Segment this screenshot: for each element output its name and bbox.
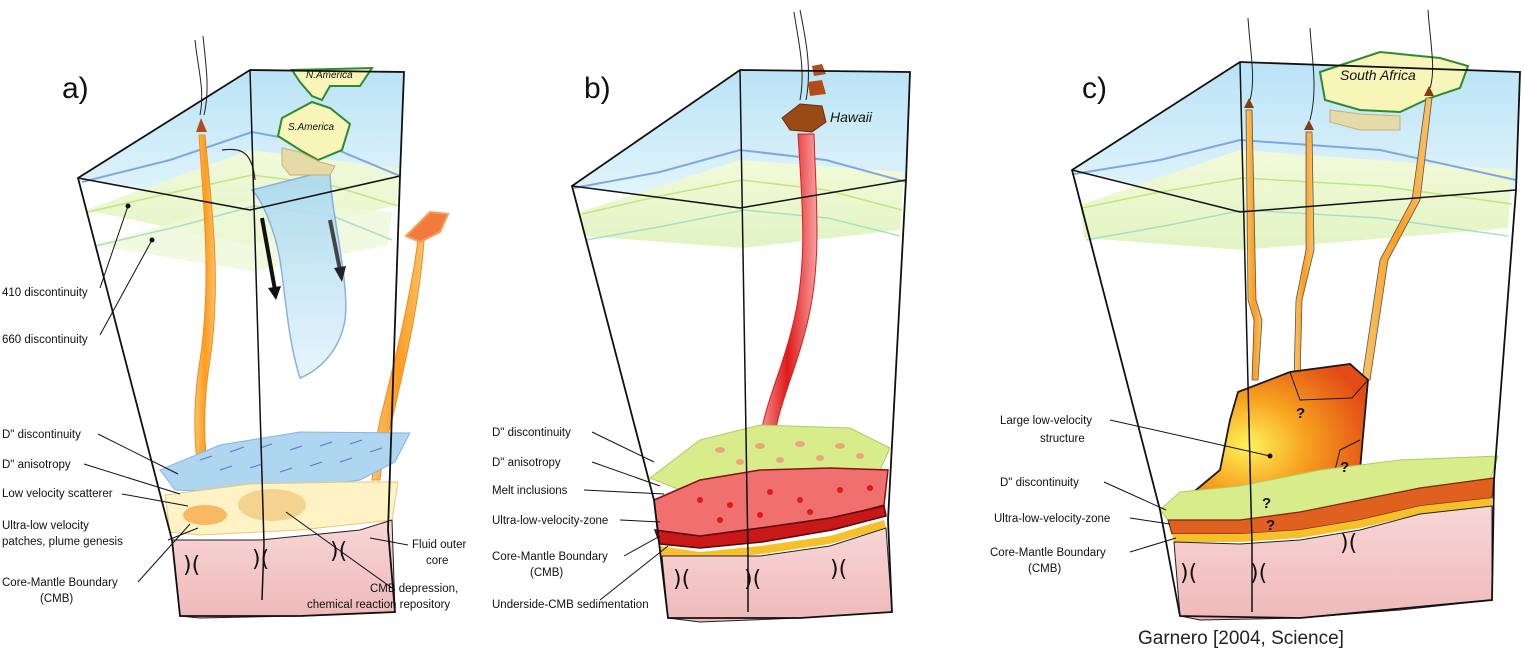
wedge-outline [570, 69, 911, 619]
label-a-cmb-depr-2: chemical reaction repository [307, 599, 450, 611]
hotspot-marker [196, 118, 207, 132]
label-660: 660 discontinuity [2, 334, 88, 346]
svg-text:)(: )( [673, 567, 690, 592]
question-mark: ? [1266, 517, 1275, 534]
cmb-depression [238, 489, 306, 521]
label-b-melt: Melt inclusions [492, 485, 568, 497]
panel-c-letter: c) [1082, 72, 1107, 105]
svg-text:)(: )( [744, 567, 761, 592]
label-a-scatterer: Low velocity scatterer [2, 488, 113, 500]
svg-text:)(: )( [1340, 531, 1357, 556]
label-410: 410 discontinuity [2, 287, 88, 299]
label-a-d-aniso: D" anisotropy [2, 459, 71, 471]
figure-caption: Garnero [2004, Science] [1138, 628, 1344, 649]
continent-south-america [276, 100, 352, 162]
svg-text:)(: )( [330, 539, 347, 564]
label-c-cmb-1: Core-Mantle Boundary [990, 547, 1106, 559]
plume-c-3 [1361, 97, 1433, 381]
label-c-llsvp-1: Large low-velocity [1000, 415, 1092, 427]
svg-text:)(: )( [1250, 561, 1267, 586]
label-b-d-aniso: D" anisotropy [492, 457, 561, 469]
question-mark: ? [1340, 459, 1349, 476]
plume-c-1 [1245, 109, 1263, 381]
label-c-ulvz: Ultra-low-velocity-zone [994, 513, 1110, 525]
label-b-sediment: Underside-CMB sedimentation [492, 599, 649, 611]
label-b-cmb-2: (CMB) [530, 567, 563, 579]
label-a-core-2: core [426, 555, 448, 567]
label-a-cmb-depr-1: CMB depression, [370, 583, 458, 595]
label-b-cmb-1: Core-Mantle Boundary [492, 551, 608, 563]
panel-b-letter: b) [584, 72, 611, 105]
question-mark: ? [1296, 405, 1305, 422]
label-a-d-disc: D" discontinuity [2, 429, 81, 441]
panel-a: a) N.America S.America [2, 35, 467, 619]
svg-text:)(: )( [252, 547, 269, 572]
label-c-d-disc: D" discontinuity [1000, 477, 1079, 489]
label-a-ulvz-1: Ultra-low velocity [2, 520, 89, 532]
label-b-d-disc: D" discontinuity [492, 427, 571, 439]
svg-text:)(: )( [830, 557, 847, 582]
panel-b: b) Hawaii [492, 9, 911, 623]
plume-right [371, 239, 425, 481]
label-south-africa: South Africa [1340, 67, 1416, 83]
panel-a-letter: a) [62, 72, 89, 105]
label-c-cmb-2: (CMB) [1028, 563, 1061, 575]
label-hawaii: Hawaii [830, 109, 873, 125]
label-a-ulvz-2: patches, plume genesis [2, 536, 123, 548]
label-north-america: N.America [306, 70, 353, 81]
wedge-outline [1070, 61, 1521, 619]
hawaii-island [781, 103, 827, 133]
label-a-cmb-2: (CMB) [40, 593, 73, 605]
wedge-outline [76, 69, 405, 617]
subducted-slab [250, 169, 347, 379]
svg-text:)(: )( [1180, 561, 1197, 586]
label-b-ulvz: Ultra-low-velocity-zone [492, 515, 608, 527]
svg-text:)(: )( [183, 553, 200, 578]
label-a-cmb-1: Core-Mantle Boundary [2, 577, 118, 589]
label-south-america: S.America [288, 122, 335, 133]
label-c-llsvp-2: structure [1040, 433, 1085, 445]
panel-c: c) South Africa )( ) [990, 9, 1521, 621]
label-a-core-1: Fluid outer [412, 539, 467, 551]
question-mark: ? [1262, 495, 1271, 512]
